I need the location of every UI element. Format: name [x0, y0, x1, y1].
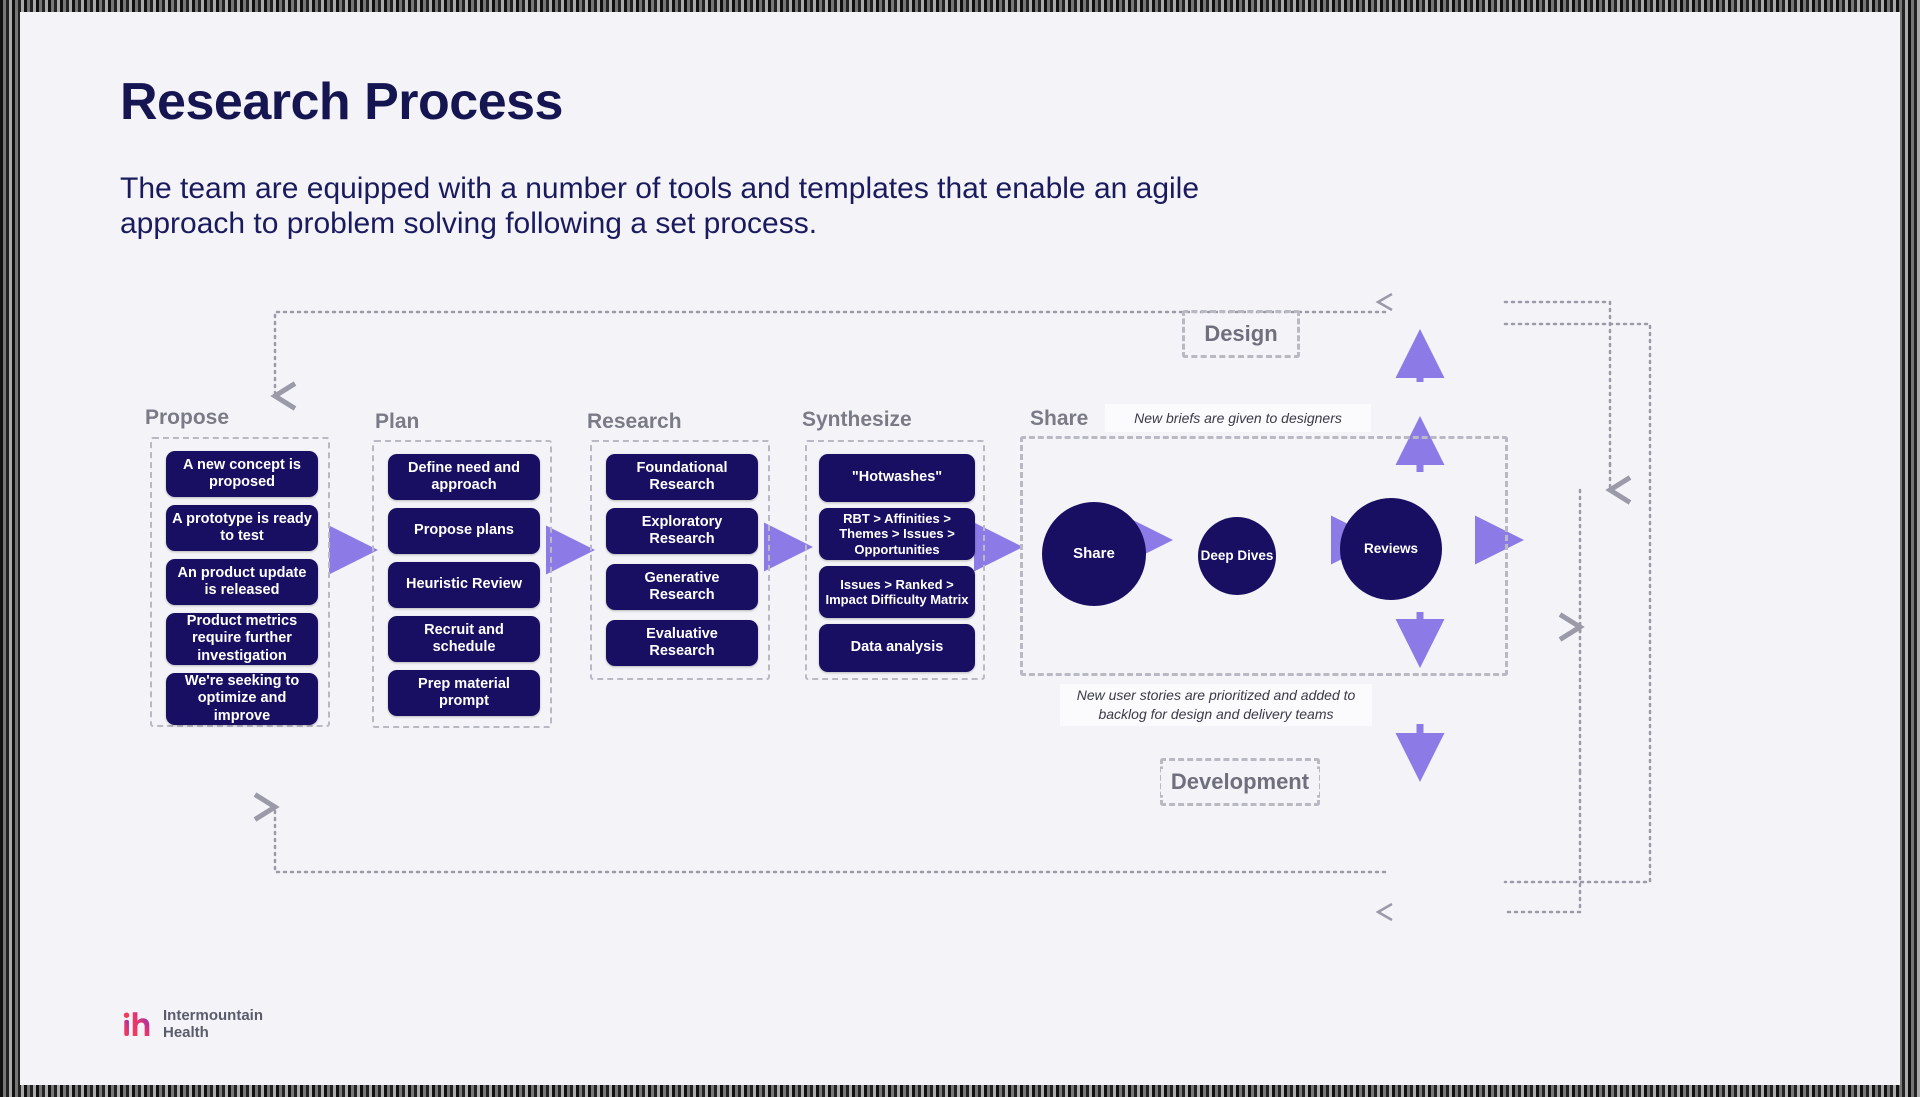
- chip-propose-1[interactable]: A new concept is proposed: [166, 451, 318, 497]
- chip-synthesize-2[interactable]: RBT > Affinities > Themes > Issues > Opp…: [819, 508, 975, 560]
- chip-research-3[interactable]: Generative Research: [606, 564, 758, 610]
- feedback-dotted-paths: [253, 300, 1652, 914]
- brand-logo: Intermountain Health: [120, 1007, 263, 1042]
- chip-research-2[interactable]: Exploratory Research: [606, 508, 758, 554]
- chip-propose-4[interactable]: Product metrics require further investig…: [166, 613, 318, 665]
- process-diagram: Propose A new concept is proposed A prot…: [20, 12, 1900, 1085]
- note-design: New briefs are given to designers: [1105, 404, 1371, 432]
- intermountain-mark-icon: [123, 1012, 150, 1037]
- loop-box-design: Design: [1182, 310, 1300, 358]
- brand-line-1: Intermountain: [163, 1007, 263, 1025]
- stage-label-propose: Propose: [145, 406, 230, 429]
- chip-synthesize-3[interactable]: Issues > Ranked > Impact Difficulty Matr…: [819, 566, 975, 618]
- chip-research-4[interactable]: Evaluative Research: [606, 620, 758, 666]
- chip-plan-3[interactable]: Heuristic Review: [388, 562, 540, 608]
- chip-synthesize-4[interactable]: Data analysis: [819, 624, 975, 672]
- chip-plan-4[interactable]: Recruit and schedule: [388, 616, 540, 662]
- circle-deep-dives[interactable]: Deep Dives: [1198, 517, 1276, 595]
- chip-propose-5[interactable]: We're seeking to optimize and improve: [166, 673, 318, 725]
- stage-label-synthesize: Synthesize: [802, 408, 912, 431]
- chip-propose-3[interactable]: An product update is released: [166, 559, 318, 605]
- chip-plan-2[interactable]: Propose plans: [388, 508, 540, 554]
- slide-canvas: Research Process The team are equipped w…: [20, 12, 1900, 1085]
- stage-box-synthesize: "Hotwashes" RBT > Affinities > Themes > …: [805, 440, 985, 680]
- circle-share[interactable]: Share: [1042, 502, 1146, 606]
- brand-wordmark: Intermountain Health: [163, 1007, 263, 1042]
- loop-label-design: Design: [1194, 321, 1288, 347]
- connector-layer: [253, 292, 1652, 922]
- page-title: Research Process: [120, 73, 563, 131]
- chip-plan-5[interactable]: Prep material prompt: [388, 670, 540, 716]
- circle-reviews[interactable]: Reviews: [1340, 498, 1442, 600]
- chip-research-1[interactable]: Foundational Research: [606, 454, 758, 500]
- stage-box-plan: Define need and approach Propose plans H…: [372, 440, 552, 728]
- chip-propose-2[interactable]: A prototype is ready to test: [166, 505, 318, 551]
- stage-box-propose: A new concept is proposed A prototype is…: [150, 437, 330, 727]
- stage-label-share: Share: [1030, 407, 1089, 430]
- stage-box-share: [1020, 436, 1508, 676]
- chip-synthesize-1[interactable]: "Hotwashes": [819, 454, 975, 502]
- loop-box-development: Development: [1160, 758, 1320, 806]
- stage-label-plan: Plan: [375, 410, 420, 433]
- loop-label-development: Development: [1160, 769, 1320, 795]
- stage-label-research: Research: [587, 410, 682, 433]
- page-subtitle: The team are equipped with a number of t…: [120, 172, 1200, 240]
- stage-box-research: Foundational Research Exploratory Resear…: [590, 440, 770, 680]
- brand-line-2: Health: [163, 1024, 209, 1041]
- feedback-dotted-arrowheads: [1375, 292, 1393, 922]
- chip-plan-1[interactable]: Define need and approach: [388, 454, 540, 500]
- note-development: New user stories are prioritized and add…: [1060, 684, 1372, 726]
